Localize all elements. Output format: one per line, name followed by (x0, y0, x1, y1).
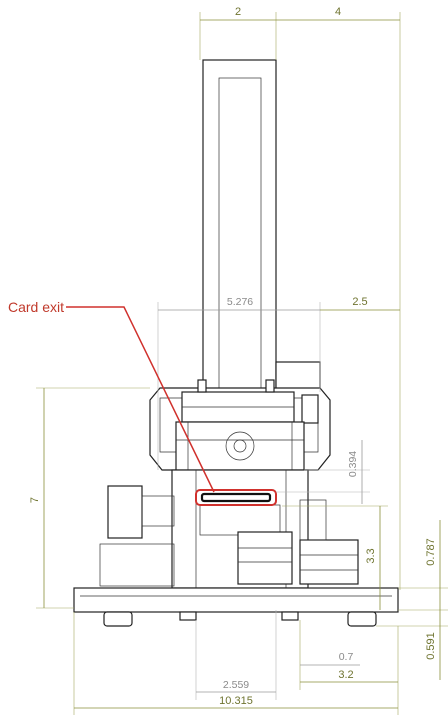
dim-vertical-mid: 3.3 (365, 548, 377, 563)
base-plate (73, 587, 399, 613)
foot-right (347, 611, 377, 627)
dim-bottom-total: 10.315 (219, 695, 253, 707)
card-exit-highlight (195, 489, 277, 506)
dim-bottom-small: 0.7 (339, 651, 354, 663)
dim-small-vertical: 0.394 (347, 451, 359, 477)
motor-block (107, 485, 143, 539)
dim-height-total: 7 (29, 497, 41, 503)
dim-top-right: 4 (335, 6, 341, 18)
dimension-text: 2 4 5.276 2.5 7 0.394 3.3 0.787 0.591 0.… (29, 6, 437, 707)
connector-bank (299, 539, 359, 585)
dim-right-offset: 2.5 (352, 296, 367, 308)
card-exit-label: Card exit (8, 299, 64, 315)
dim-right-vertical-top: 0.787 (425, 538, 437, 566)
printer-body (73, 59, 399, 627)
dimension-lines (36, 12, 448, 715)
dim-bottom-right: 3.2 (338, 669, 353, 681)
dim-top-left: 2 (235, 6, 241, 18)
dim-bottom-left-gray: 2.559 (223, 679, 249, 691)
middle-frame (175, 421, 305, 471)
lower-module (237, 531, 293, 585)
card-hopper (202, 59, 277, 391)
dim-right-vertical-bottom: 0.591 (425, 632, 437, 660)
callout-leader (66, 306, 215, 493)
dim-gray-width: 5.276 (227, 296, 253, 308)
foot-left (103, 611, 133, 627)
